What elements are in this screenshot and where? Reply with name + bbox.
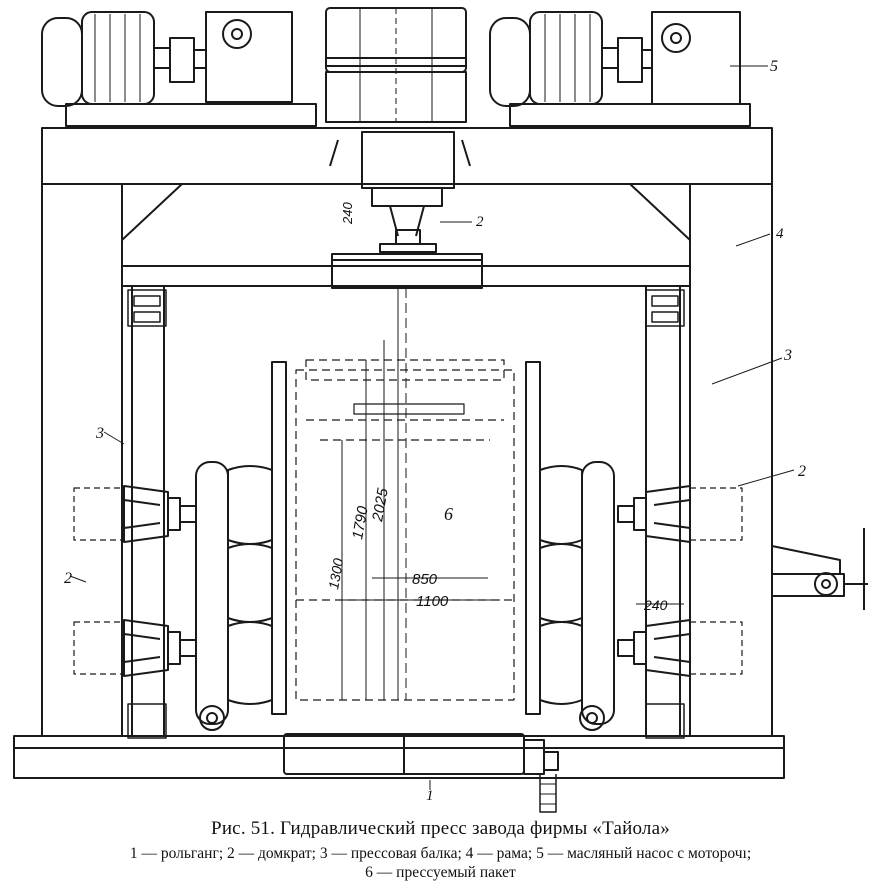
figure-legend-line-1: 1 — рольганг; 2 — домкрат; 3 — прессовая… <box>129 845 752 862</box>
press-plate-left <box>271 361 287 715</box>
dim-1100: 1100 <box>416 593 449 610</box>
label-3-left: 3 <box>95 425 104 442</box>
center-cylinder-housing <box>325 7 467 123</box>
label-5: 5 <box>770 58 778 75</box>
figure-legend-line-2: 6 — прессуемый пакет <box>365 864 516 881</box>
roller-table <box>283 733 559 813</box>
roller-stack-left <box>195 461 273 731</box>
dim-2025: 2025 <box>369 486 392 523</box>
dim-1300: 1300 <box>325 557 346 591</box>
dim-850: 850 <box>412 571 438 588</box>
dim-1790: 1790 <box>349 504 372 540</box>
label-2-right: 2 <box>798 463 806 480</box>
jack-right-lower <box>617 619 743 677</box>
ram <box>379 205 437 253</box>
frame-column-left <box>41 183 123 737</box>
roller-stack-right <box>539 461 615 731</box>
press-diagram: 5 2 4 3 2 3 2 6 1 240 1790 2025 1300 850… <box>13 7 868 813</box>
motor-pump-left <box>41 11 317 127</box>
side-mechanism <box>771 528 868 610</box>
press-plate-right <box>525 361 541 715</box>
figure-caption-title: Рис. 51. Гидравлический пресс завода фир… <box>211 818 670 839</box>
jack-left-lower <box>73 619 197 677</box>
pressed-package <box>295 359 515 701</box>
label-4: 4 <box>776 226 784 242</box>
jack-left-upper <box>73 485 197 543</box>
label-2-left: 2 <box>64 570 72 587</box>
label-6: 6 <box>444 504 453 524</box>
base-frame <box>13 735 785 779</box>
label-1: 1 <box>426 788 434 804</box>
jack-right-upper <box>617 485 743 543</box>
press-crossbeam <box>121 265 691 287</box>
label-3-right: 3 <box>783 347 792 364</box>
motor-pump-right <box>489 11 751 127</box>
label-2-top: 2 <box>476 214 484 230</box>
frame-column-right <box>689 183 773 737</box>
top-beam <box>41 127 773 185</box>
dim-240-top: 240 <box>340 202 355 225</box>
dim-240-side: 240 <box>643 597 668 613</box>
